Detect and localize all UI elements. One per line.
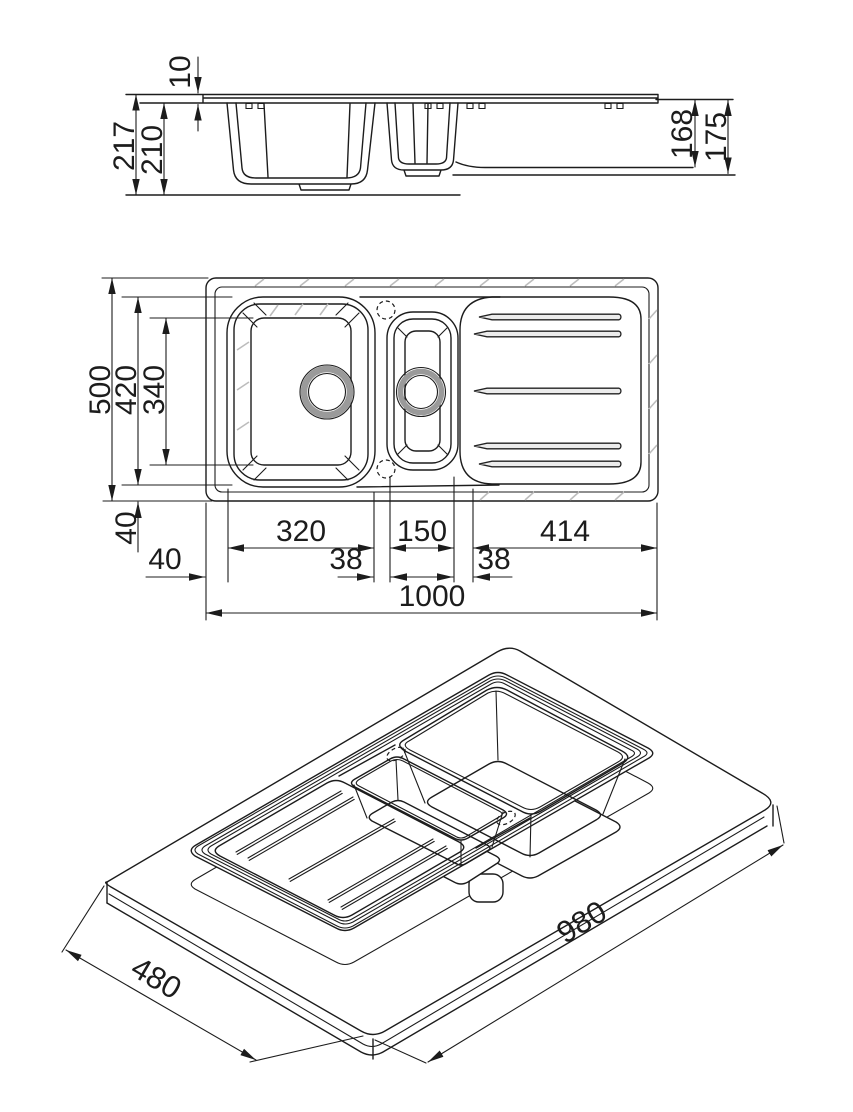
drainer-groove bbox=[473, 330, 622, 338]
plan-view: 500 420 340 40 40 320 38 150 38 414 1000 bbox=[84, 277, 659, 621]
plan-sink-outline bbox=[205, 277, 659, 502]
iso-sink-rim bbox=[190, 671, 654, 932]
isometric-view: 480 980 bbox=[61, 647, 785, 1064]
drainer-groove bbox=[473, 387, 622, 395]
drainer-groove bbox=[473, 442, 622, 450]
dim-overall-height: 217 bbox=[108, 121, 141, 171]
tap-hole-rear bbox=[376, 300, 396, 320]
extension-lines bbox=[101, 277, 658, 621]
dim-rim-above-worktop: 10 bbox=[164, 55, 197, 88]
dim-cutout-depth: 420 bbox=[110, 365, 143, 415]
dim-left-margin: 40 bbox=[148, 543, 181, 576]
main-bowl-drain bbox=[299, 364, 355, 420]
pressing-bridges bbox=[356, 296, 501, 488]
dim-bowl-inner-depth: 340 bbox=[138, 365, 171, 415]
plan-dimensions: 500 420 340 40 40 320 38 150 38 414 1000 bbox=[84, 277, 658, 621]
front-dimensions: 10 217 210 168 175 bbox=[108, 55, 733, 196]
iso-pressing-bridges bbox=[338, 744, 531, 849]
dim-divider-left: 38 bbox=[329, 543, 362, 576]
dim-half-bowl-width: 150 bbox=[397, 515, 447, 548]
drainer-groove bbox=[478, 313, 622, 321]
iso-tap-hole-front bbox=[496, 810, 516, 826]
half-bowl-plan bbox=[386, 311, 459, 471]
iso-grooves bbox=[235, 790, 448, 910]
front-elevation-view: 10 217 210 168 175 bbox=[108, 55, 736, 196]
main-bowl-profile bbox=[226, 102, 376, 191]
dim-overall-width: 1000 bbox=[399, 580, 466, 613]
bowl-corner-facets bbox=[242, 302, 360, 481]
dim-front-margin: 40 bbox=[110, 511, 143, 544]
dim-divider-right: 38 bbox=[477, 543, 510, 576]
front-sink-profile bbox=[125, 93, 736, 196]
drainer-plan bbox=[356, 296, 642, 488]
main-bowl-plan bbox=[226, 296, 376, 488]
dim-height-below-rim: 210 bbox=[136, 125, 169, 175]
half-bowl-profile bbox=[386, 102, 459, 177]
half-bowl-drain bbox=[395, 366, 447, 418]
dim-drainer-depth: 168 bbox=[666, 109, 699, 159]
iso-main-bowl bbox=[399, 686, 629, 858]
dim-drainer-length: 414 bbox=[540, 515, 590, 548]
iso-tap-hole-rear bbox=[386, 746, 406, 762]
drainer-groove bbox=[478, 460, 622, 468]
dim-overall-depth: 500 bbox=[84, 365, 117, 415]
tap-hole-front bbox=[376, 459, 396, 479]
drainer-underside bbox=[125, 161, 736, 196]
dim-overall-depth-right: 175 bbox=[700, 112, 733, 162]
dim-main-bowl-width: 320 bbox=[276, 515, 326, 548]
half-bowl-corner-facets bbox=[397, 327, 448, 455]
rim-shading bbox=[254, 278, 658, 501]
